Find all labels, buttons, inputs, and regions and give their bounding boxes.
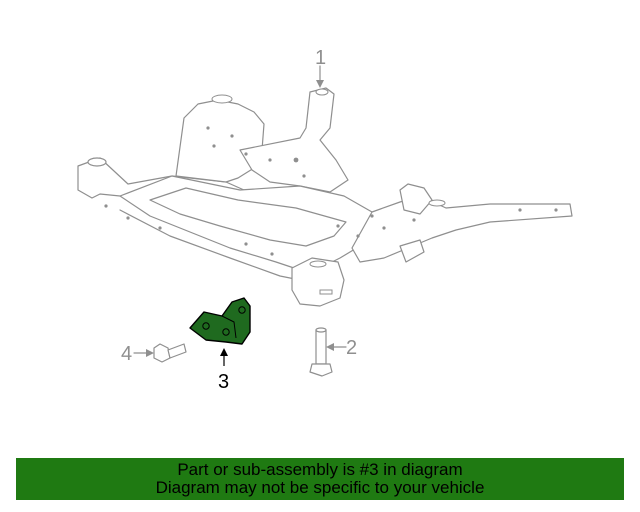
- callout-label-1: 1: [315, 47, 326, 69]
- banner-line-2: Diagram may not be specific to your vehi…: [155, 478, 485, 497]
- callout-3[interactable]: 3: [218, 348, 229, 393]
- banner-line-1: Part or sub-assembly is #3 in diagram: [177, 460, 463, 479]
- bracket-shape: [189, 297, 251, 345]
- frame-body: [119, 175, 381, 271]
- callout-label-3: 3: [218, 371, 229, 393]
- footer-banner: Part or sub-assembly is #3 in diagram Di…: [16, 458, 624, 500]
- bolt-part-2: [309, 327, 333, 377]
- rear-arm: [239, 87, 349, 193]
- callout-label-4: 4: [121, 343, 132, 365]
- callout-label-2: 2: [346, 337, 357, 359]
- parts-diagram: 1 2 3 4: [77, 47, 573, 393]
- bracket-part-3: [189, 297, 251, 345]
- callout-4[interactable]: 4: [121, 343, 154, 365]
- subframe-drawing: [77, 87, 573, 307]
- bolt-part-4: [153, 343, 187, 363]
- frame-inner-opening: [149, 187, 347, 247]
- callout-2[interactable]: 2: [326, 337, 357, 359]
- callout-1[interactable]: 1: [315, 47, 326, 88]
- left-tower: [175, 99, 265, 183]
